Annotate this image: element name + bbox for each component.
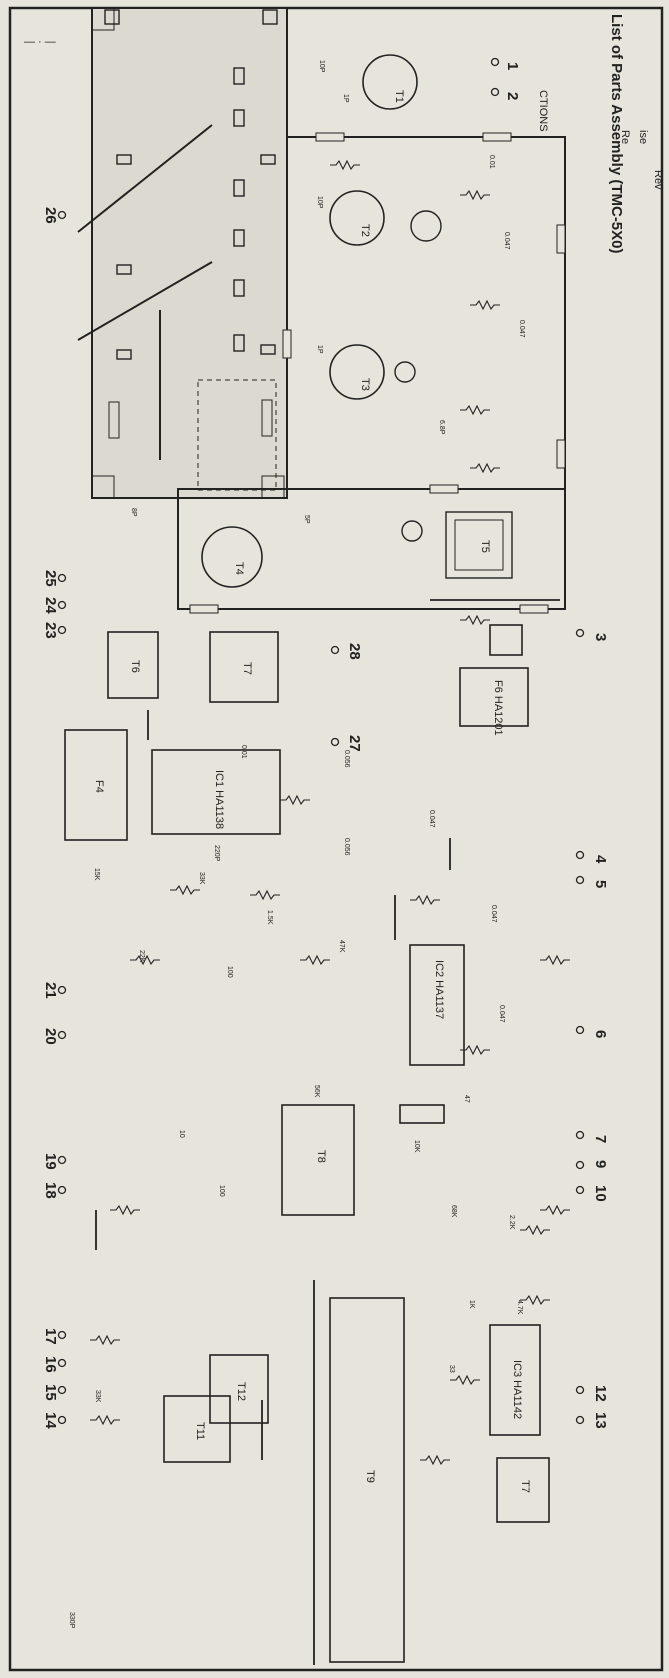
modules — [64, 624, 550, 1663]
traces — [95, 599, 560, 1665]
svg-text:8P: 8P — [130, 508, 137, 517]
svg-text:CTIONS: CTIONS — [537, 90, 549, 132]
pin-28: 28 — [346, 643, 363, 660]
svg-text:1.5K: 1.5K — [266, 910, 273, 925]
svg-text:T7: T7 — [519, 1480, 531, 1493]
pin-20: 20 — [42, 1028, 59, 1045]
svg-text:T1: T1 — [393, 90, 405, 103]
svg-text:6.8P: 6.8P — [438, 420, 445, 435]
svg-text:Re: Re — [619, 130, 631, 144]
svg-text:0.01: 0.01 — [240, 745, 247, 759]
pin-7: 7 — [592, 1135, 609, 1143]
svg-text:330P: 330P — [68, 1612, 75, 1629]
pin-1: 1 — [504, 62, 521, 70]
pin-12: 12 — [592, 1385, 609, 1402]
svg-text:0.047: 0.047 — [503, 232, 510, 250]
svg-text:22K: 22K — [138, 950, 145, 963]
svg-text:1P: 1P — [342, 94, 349, 103]
svg-text:15K: 15K — [93, 868, 100, 881]
svg-text:100: 100 — [226, 966, 233, 978]
pin-14: 14 — [42, 1412, 59, 1429]
svg-text:F6 HA1201: F6 HA1201 — [492, 680, 504, 736]
pin-6: 6 — [592, 1030, 609, 1038]
svg-text:10K: 10K — [413, 1140, 420, 1153]
svg-text:10P: 10P — [318, 60, 325, 73]
svg-text:IC1 HA1138: IC1 HA1138 — [213, 770, 225, 829]
svg-text:33K: 33K — [198, 872, 205, 885]
pin-15: 15 — [42, 1384, 59, 1401]
pin-4: 4 — [592, 855, 609, 864]
svg-text:4.7K: 4.7K — [516, 1300, 523, 1315]
svg-text:T7: T7 — [241, 662, 253, 675]
pin-23: 23 — [42, 622, 59, 639]
pin-16: 16 — [42, 1356, 59, 1373]
pin-2: 2 — [504, 92, 521, 100]
pin-17: 17 — [42, 1328, 59, 1345]
svg-text:10: 10 — [178, 1130, 185, 1138]
svg-text:T8: T8 — [315, 1150, 327, 1163]
pin-25: 25 — [42, 570, 59, 587]
pin-26: 26 — [42, 207, 59, 224]
terminal-pin-circles — [57, 57, 585, 1425]
svg-text:0.047: 0.047 — [518, 320, 525, 338]
svg-text:T12: T12 — [235, 1382, 247, 1401]
pin-5: 5 — [592, 880, 609, 888]
page-header-fragments: List of Parts Assembly (TMC-5X0) CTIONS … — [537, 14, 664, 254]
svg-text:IC3 HA1142: IC3 HA1142 — [511, 1360, 523, 1419]
svg-text:F4: F4 — [93, 780, 105, 793]
svg-text:T2: T2 — [359, 224, 371, 237]
svg-text:68K: 68K — [450, 1205, 457, 1218]
svg-text:47: 47 — [463, 1095, 470, 1103]
pin-10: 10 — [592, 1185, 609, 1202]
svg-text:1P: 1P — [316, 345, 323, 354]
page-title: List of Parts Assembly (TMC-5X0) — [608, 14, 625, 254]
svg-text:T6: T6 — [129, 660, 141, 673]
pin-3: 3 — [592, 633, 609, 641]
svg-text:0.056: 0.056 — [343, 750, 350, 768]
svg-text:— · —: — · — — [24, 36, 56, 48]
pin-9: 9 — [592, 1160, 609, 1168]
svg-text:47K: 47K — [338, 940, 345, 953]
svg-text:T3: T3 — [359, 378, 371, 391]
pin-27: 27 — [346, 735, 363, 752]
svg-text:10P: 10P — [316, 196, 323, 209]
svg-text:Rev: Rev — [652, 170, 664, 190]
pin-18: 18 — [42, 1182, 59, 1199]
rf-box — [177, 54, 566, 614]
svg-text:220P: 220P — [213, 845, 220, 862]
svg-text:2.2K: 2.2K — [508, 1215, 515, 1230]
svg-text:T11: T11 — [194, 1422, 206, 1440]
svg-text:100: 100 — [218, 1185, 225, 1197]
svg-text:1K: 1K — [468, 1300, 475, 1309]
pin-24: 24 — [42, 597, 59, 614]
svg-text:0.047: 0.047 — [490, 905, 497, 923]
svg-text:0.047: 0.047 — [498, 1005, 505, 1023]
component-value-labels: 10P 10P 1P 1P 0.01 0.047 0.047 0.056 0.0… — [68, 60, 525, 1629]
svg-text:5P: 5P — [303, 515, 310, 524]
svg-text:56K: 56K — [313, 1085, 320, 1098]
board-outline — [8, 6, 664, 1672]
module-labels: T1 T2 T3 T4 T5 T6 T7 F4 IC1 HA1138 F6 HA… — [93, 90, 531, 1493]
component-glyphs — [90, 159, 570, 1466]
svg-text:ise: ise — [637, 130, 649, 144]
svg-text:T5: T5 — [479, 540, 491, 553]
pin-19: 19 — [42, 1153, 59, 1170]
svg-text:0.01: 0.01 — [488, 155, 495, 169]
svg-text:0.047: 0.047 — [428, 810, 435, 828]
pin-13: 13 — [592, 1412, 609, 1429]
svg-text:33: 33 — [448, 1365, 455, 1373]
svg-text:T4: T4 — [233, 562, 245, 575]
svg-text:IC2 HA1137: IC2 HA1137 — [433, 960, 445, 1019]
tuner-shield: — · — — [24, 7, 288, 499]
svg-text:T9: T9 — [364, 1470, 376, 1483]
pin-21: 21 — [42, 982, 59, 999]
terminal-numbers: 1 2 3 4 5 6 7 9 10 12 13 14 15 16 17 18 … — [42, 62, 609, 1429]
svg-text:0.056: 0.056 — [343, 838, 350, 856]
svg-text:33K: 33K — [94, 1390, 101, 1403]
